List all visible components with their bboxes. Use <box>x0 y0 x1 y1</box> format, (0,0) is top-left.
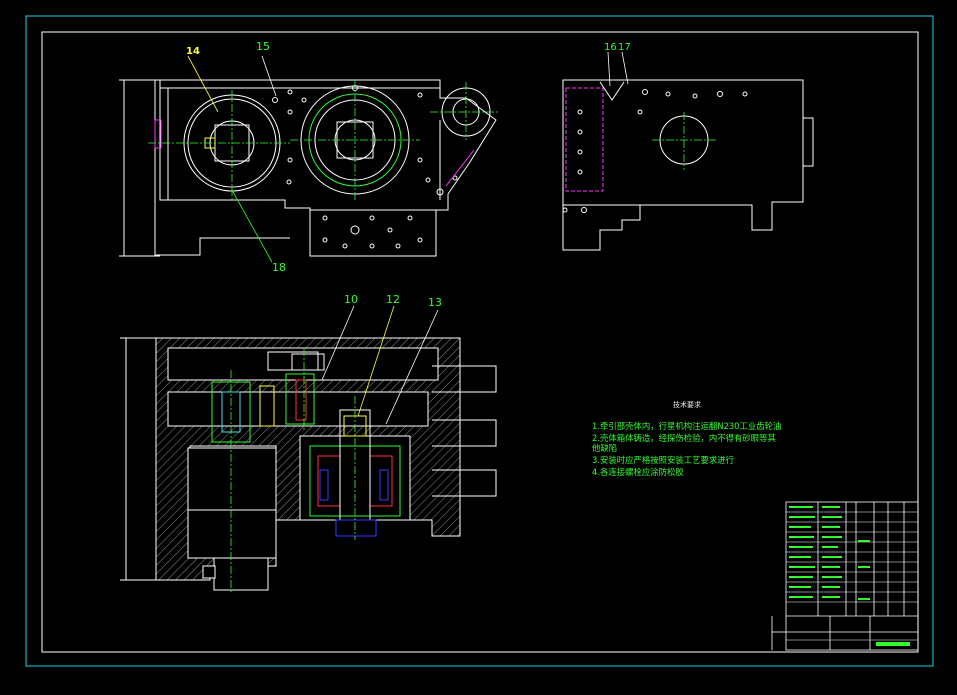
part-label-12: 12 <box>386 293 400 306</box>
front-view-centerlines <box>148 80 500 200</box>
section-view-centerlines <box>230 348 356 592</box>
side-view-dashed-cavity <box>565 87 604 192</box>
front-view-cutline <box>445 149 475 187</box>
leader-12 <box>357 305 395 417</box>
part-label-18: 18 <box>272 261 286 274</box>
leader-15 <box>261 55 277 97</box>
part-label-15: 15 <box>256 40 270 53</box>
leader-17 <box>621 51 629 85</box>
leader-10 <box>321 305 355 381</box>
leader-13 <box>385 309 439 425</box>
side-view-holes <box>562 89 748 213</box>
technical-requirements-title: 技术要求 <box>673 401 701 409</box>
title-block-rows <box>786 511 918 641</box>
title-block-fill-marks <box>789 506 910 646</box>
front-view <box>119 79 497 257</box>
technical-requirements: 技术要求 1.牵引部壳体内，行星机构注运翻N230工业齿轮油 2.壳体箱体铸造，… <box>592 400 782 479</box>
outer-frame <box>25 15 934 667</box>
technical-requirement-item: 1.牵引部壳体内，行星机构注运翻N230工业齿轮油 <box>592 421 782 431</box>
leader-14 <box>187 55 219 113</box>
part-label-17: 17 <box>618 42 631 53</box>
technical-requirement-item: 4.各连接螺栓应涂防松胶 <box>592 467 684 477</box>
section-view <box>120 337 497 591</box>
side-view <box>562 79 814 251</box>
side-view-centerlines <box>652 112 716 170</box>
part-label-16: 16 <box>604 42 617 53</box>
part-label-10: 10 <box>344 293 358 306</box>
title-block <box>771 501 919 651</box>
inner-frame <box>41 31 919 653</box>
leader-18 <box>231 189 273 263</box>
part-label-14: 14 <box>186 46 200 57</box>
part-label-13: 13 <box>428 296 442 309</box>
leader-16 <box>607 51 611 87</box>
technical-requirement-item: 2.壳体箱体铸造，经探伤检验，内不得有砂眼等其他缺陷 <box>592 433 776 453</box>
technical-requirement-item: 3.安装时应严格按照安装工艺要求进行 <box>592 455 734 465</box>
front-view-holes <box>272 85 458 249</box>
